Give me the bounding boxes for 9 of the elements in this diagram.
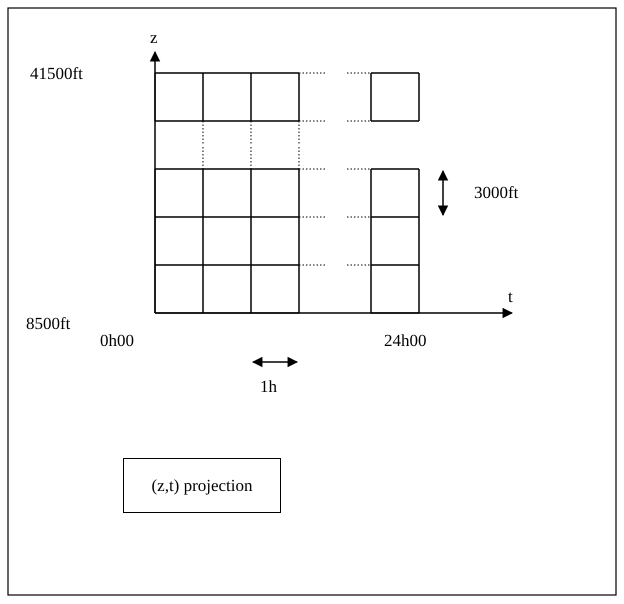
axis-value: 8500ft [26,314,70,334]
axis-value: 24h00 [384,331,426,351]
dimension-label: 1h [260,377,277,397]
axis-value: 41500ft [30,64,83,84]
axis-value: 0h00 [100,331,134,351]
label-box: (z,t) projection [123,458,281,513]
axis-label: t [508,287,513,307]
dimension-label: 3000ft [474,183,518,203]
axis-label: z [150,28,158,48]
